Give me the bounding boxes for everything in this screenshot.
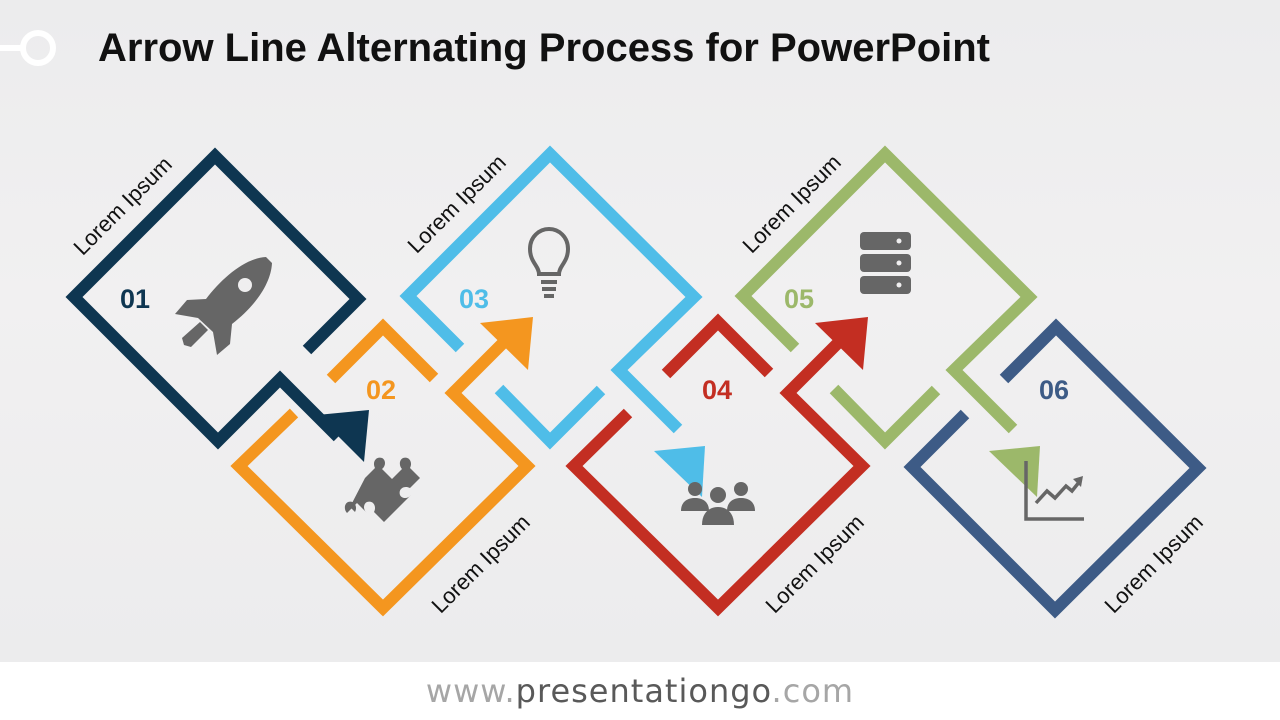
step-2-frame-top xyxy=(326,318,439,384)
footer-suffix: .com xyxy=(771,672,855,710)
step-1-arrowhead xyxy=(317,410,369,462)
step-1: 01 Lorem Ipsum xyxy=(65,147,369,462)
step-4-frame-top xyxy=(661,313,774,379)
step-4-frame-bottom xyxy=(565,336,871,617)
step-3-frame-bottom xyxy=(494,384,606,450)
step-1-frame xyxy=(65,147,367,450)
step-5-frame-top xyxy=(734,145,1038,434)
step-3-number: 03 xyxy=(459,284,489,314)
puzzle-icon xyxy=(344,457,420,522)
step-6-label: Lorem Ipsum xyxy=(1099,509,1207,617)
footer-prefix: www. xyxy=(425,672,516,710)
step-2-frame-bottom xyxy=(230,336,536,617)
step-6-number: 06 xyxy=(1039,375,1069,405)
step-2: 02 Lorem Ipsum xyxy=(230,317,536,618)
line-chart-icon xyxy=(1024,461,1084,521)
database-icon xyxy=(860,232,911,294)
step-5-frame-bottom xyxy=(829,384,941,450)
rocket-icon xyxy=(175,257,272,355)
step-2-label: Lorem Ipsum xyxy=(426,509,534,617)
lightbulb-icon xyxy=(527,226,571,298)
footer-domain: presentationgo xyxy=(515,672,772,710)
step-4-arrowhead xyxy=(815,317,868,370)
step-3: 03 Lorem Ipsum xyxy=(399,145,705,497)
step-4: 04 Lorem Ipsum xyxy=(565,313,871,618)
page-title: Arrow Line Alternating Process for Power… xyxy=(98,26,990,70)
step-1-number: 01 xyxy=(120,284,150,314)
step-5: 05 Lorem Ipsum xyxy=(734,145,1040,497)
step-4-number: 04 xyxy=(702,375,732,405)
step-6-frame xyxy=(903,318,1207,619)
step-3-frame-top xyxy=(399,145,703,434)
pin-icon xyxy=(0,30,56,66)
footer-url[interactable]: www.presentationgo.com xyxy=(0,662,1280,720)
step-5-arrowhead xyxy=(989,446,1040,497)
step-2-arrowhead xyxy=(480,317,533,370)
team-icon xyxy=(681,482,755,525)
step-5-number: 05 xyxy=(784,284,814,314)
process-diagram: 01 Lorem Ipsum 02 Lorem Ipsum 03 Lorem I… xyxy=(65,145,1208,619)
step-2-number: 02 xyxy=(366,375,396,405)
step-4-label: Lorem Ipsum xyxy=(760,509,868,617)
